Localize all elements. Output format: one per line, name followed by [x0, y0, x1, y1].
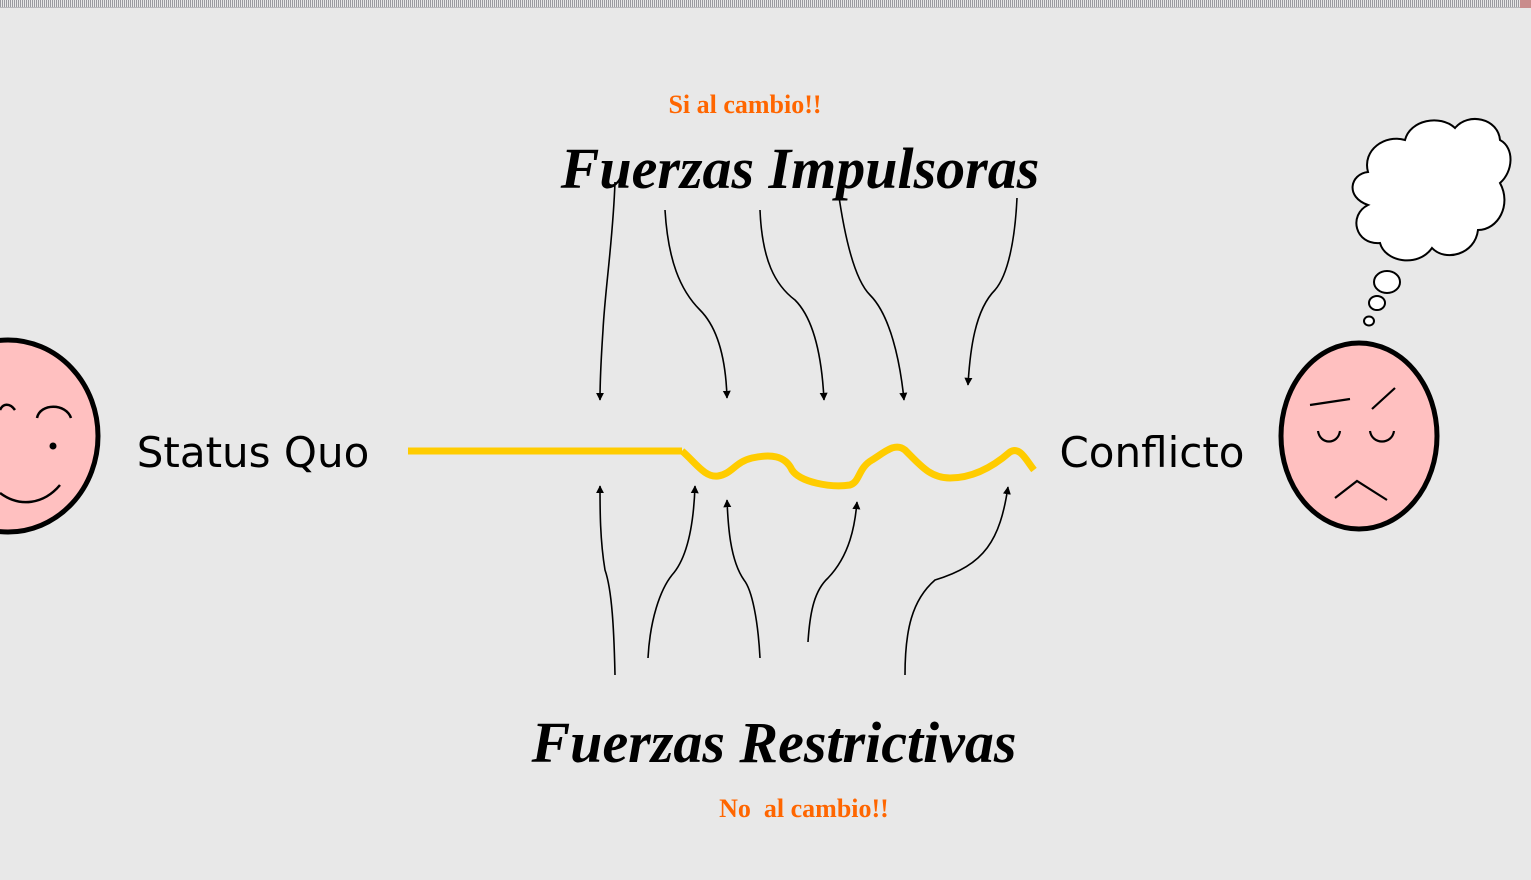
- driving-force-arrow: [837, 189, 908, 401]
- happy-face-icon: [0, 337, 101, 535]
- top-label: Si al cambio!!: [668, 90, 821, 119]
- driving-force-arrow: [664, 209, 731, 399]
- slide-top-border: [0, 0, 1531, 8]
- restraining-forces: [596, 485, 1011, 676]
- status-line: [408, 443, 1037, 490]
- restraining-force-arrow: [596, 485, 616, 676]
- driving-force-arrow: [596, 181, 616, 401]
- restraining-force-arrow: [807, 501, 861, 643]
- slide-top-border-accent: [1520, 0, 1531, 8]
- restraining-force-arrow: [904, 486, 1011, 676]
- restraining-force-arrow: [723, 499, 761, 659]
- bottom-title: Fuerzas Restrictivas: [531, 710, 1017, 775]
- left-label: Status Quo: [137, 428, 370, 477]
- driving-force-arrow: [759, 209, 828, 401]
- restraining-force-arrow: [647, 485, 699, 659]
- right-label: Conflicto: [1059, 428, 1244, 477]
- angry-face-icon: [1278, 340, 1440, 532]
- status-line-wavy: [679, 443, 1037, 490]
- thought-bubble-icon: [1351, 118, 1512, 327]
- driving-force-arrow: [964, 197, 1018, 386]
- driving-forces: [596, 181, 1018, 401]
- top-title: Fuerzas Impulsoras: [560, 136, 1040, 201]
- bottom-label: No al cambio!!: [719, 794, 889, 823]
